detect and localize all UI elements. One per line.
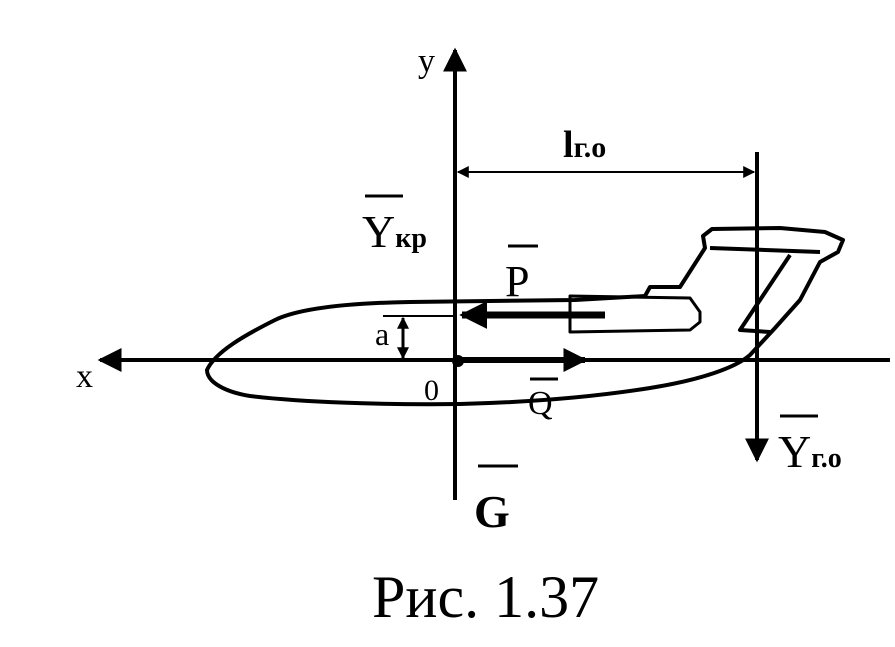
distance-label: lг.о bbox=[563, 124, 606, 166]
x-axis-label: x bbox=[76, 358, 93, 395]
offset-label: a bbox=[375, 316, 389, 352]
drag-label: Q bbox=[528, 385, 553, 422]
y-axis-label: y bbox=[418, 43, 435, 80]
figure-caption: Рис. 1.37 bbox=[372, 564, 599, 630]
origin-label: 0 bbox=[424, 374, 439, 407]
weight-label: G bbox=[474, 486, 510, 537]
tail-lift-label: Yг.о bbox=[778, 426, 842, 477]
wing-lift-label: Yкр bbox=[362, 206, 427, 257]
aircraft-outline bbox=[205, 226, 845, 407]
thrust-label: P bbox=[505, 257, 529, 306]
origin-point bbox=[452, 355, 464, 367]
